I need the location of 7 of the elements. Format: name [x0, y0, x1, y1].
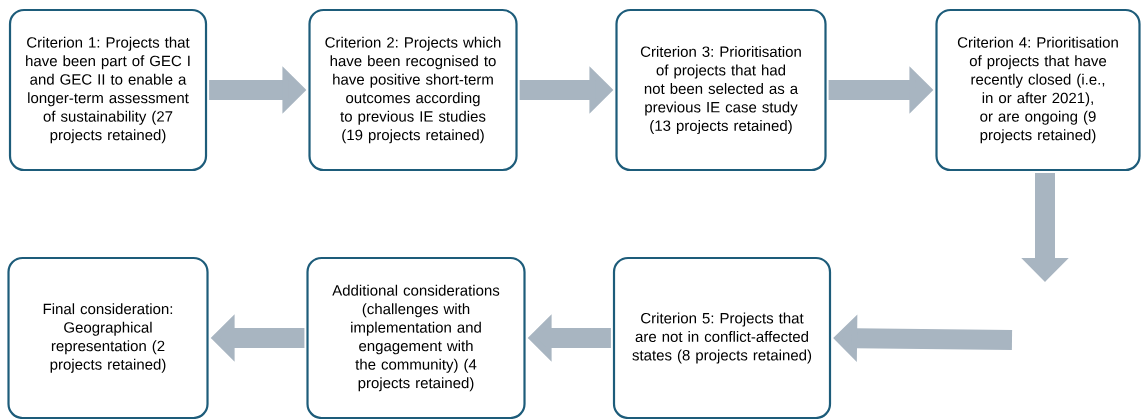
- process-box: Criterion 3: Prioritisation of projects that had not been selected as a previous IE case study (13 projects retained): [615, 8, 827, 172]
- process-box: Criterion 1: Projects that have been part of GEC I and GEC II to enable a longer-term assessment of sustainability (27 projects retained): [8, 8, 208, 172]
- process-box: Additional considerations (challenges with implementation and engagement with the community) (4 projects retained): [306, 256, 526, 419]
- process-box: Criterion 2: Projects which have been recognised to have positive short-term outcomes according to previous IE studies (19 projects retained): [308, 8, 518, 172]
- process-box: Criterion 4: Prioritisation of projects that have recently closed (i.e., in or after 2021), or are ongoing (9 projects retained): [935, 8, 1141, 172]
- process-box: Final consideration: Geographical representation (2 projects retained): [7, 256, 209, 419]
- process-box: Criterion 5: Projects that are not in conflict-affected states (8 projects retained): [612, 256, 832, 419]
